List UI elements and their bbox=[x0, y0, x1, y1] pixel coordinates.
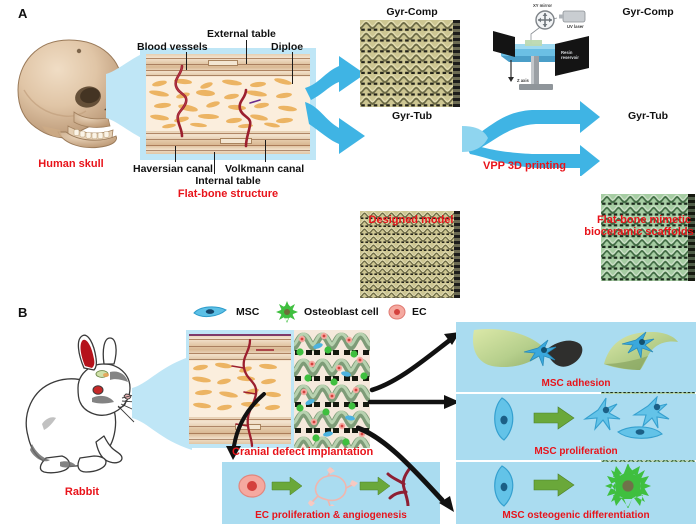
label-diploe: Diploe bbox=[271, 41, 304, 53]
uv-laser-label: UV laser bbox=[567, 24, 584, 29]
rabbit-caption: Rabbit bbox=[64, 486, 100, 498]
leader-haversian-canal bbox=[175, 146, 176, 162]
panel-b-letter: B bbox=[18, 305, 28, 320]
human-skull-caption: Human skull bbox=[38, 158, 104, 170]
msc-cell-icon bbox=[193, 306, 227, 318]
msc-proliferation-panel: MSC proliferation bbox=[456, 394, 696, 460]
label-internal-table: Internal table bbox=[195, 175, 261, 187]
gyr-tub-scaffold-title: Gyr-Tub bbox=[627, 110, 669, 122]
flat-bone-diagram bbox=[140, 48, 316, 160]
cranial-defect-implantation-caption: Cranial defect implantation bbox=[232, 446, 374, 458]
leader-external-table bbox=[246, 40, 247, 64]
implant-composite-scaffold bbox=[294, 330, 370, 448]
callout-wedge-b bbox=[130, 348, 192, 463]
msc-proliferation-caption: MSC proliferation bbox=[534, 446, 618, 457]
leader-volkmann-canal bbox=[265, 140, 266, 162]
skull-icon bbox=[12, 34, 130, 156]
flat-bone-structure-caption: Flat-bone structure bbox=[177, 188, 279, 200]
label-haversian-canal: Haversian canal bbox=[133, 163, 213, 175]
vpp-3d-printing-label: VPP 3D printing bbox=[483, 160, 566, 172]
gyr-comp-scaffold-block bbox=[601, 194, 695, 281]
ec-proliferation-panel: EC proliferation & angiogenesis bbox=[222, 462, 440, 524]
leader-internal-table bbox=[214, 152, 215, 174]
ec-cell-icon bbox=[388, 304, 406, 320]
arrow-vpp-split bbox=[462, 96, 602, 181]
label-blood-vessels: Blood vessels bbox=[137, 41, 208, 53]
arrow-to-angiogenesis bbox=[212, 392, 272, 477]
msc-osteogenic-panel: MSC osteogenic differentiation bbox=[456, 462, 696, 524]
implant-vessel-network bbox=[231, 338, 274, 448]
vpp-printer-diagram: XY mirror UV laser Resin reservoir Z axi… bbox=[487, 3, 599, 96]
leader-blood-vessels bbox=[186, 52, 187, 70]
rabbit-icon bbox=[18, 332, 147, 482]
scaffold-caption-line1: Flat-bone mimetic bbox=[596, 214, 692, 226]
gyr-tub-model-title: Gyr-Tub bbox=[391, 110, 433, 122]
arrow-to-msc-adhesion bbox=[368, 324, 464, 401]
arrow-to-msc-proliferation bbox=[367, 392, 464, 417]
leader-diploe bbox=[292, 52, 293, 84]
arrow-to-msc-osteogenic bbox=[355, 424, 466, 525]
z-axis-label: Z axis bbox=[517, 78, 529, 83]
msc-osteogenic-caption: MSC osteogenic differentiation bbox=[502, 510, 650, 521]
arrow-bone-to-models bbox=[305, 44, 367, 169]
osteoblast-cell-icon bbox=[276, 301, 298, 323]
xy-mirror-label: XY mirror bbox=[533, 3, 553, 8]
label-external-table: External table bbox=[207, 28, 276, 40]
gyr-comp-scaffold-title: Gyr-Comp bbox=[622, 6, 674, 18]
blood-vessel-path bbox=[174, 64, 261, 148]
legend-label-osteoblast: Osteoblast cell bbox=[304, 306, 379, 318]
label-volkmann-canal: Volkmann canal bbox=[225, 163, 305, 175]
designed-model-caption: Designed model bbox=[368, 214, 454, 226]
gyr-tub-model-block bbox=[360, 211, 460, 298]
legend-label-ec: EC bbox=[412, 306, 427, 318]
scaffold-caption-line2: bioceramic scaffolds bbox=[584, 226, 694, 238]
msc-adhesion-caption: MSC adhesion bbox=[541, 378, 611, 389]
legend-label-msc: MSC bbox=[236, 306, 260, 318]
resin-reservoir-label: Resin reservoir bbox=[561, 50, 579, 60]
gyr-comp-model-title: Gyr-Comp bbox=[386, 6, 438, 18]
cell-type-legend: MSC Osteoblast cell EC bbox=[192, 300, 502, 324]
msc-adhesion-panel: MSC adhesion bbox=[456, 322, 696, 392]
ec-proliferation-caption: EC proliferation & angiogenesis bbox=[255, 510, 407, 521]
panel-a-letter: A bbox=[18, 6, 28, 21]
gyr-comp-model-block bbox=[360, 20, 460, 107]
